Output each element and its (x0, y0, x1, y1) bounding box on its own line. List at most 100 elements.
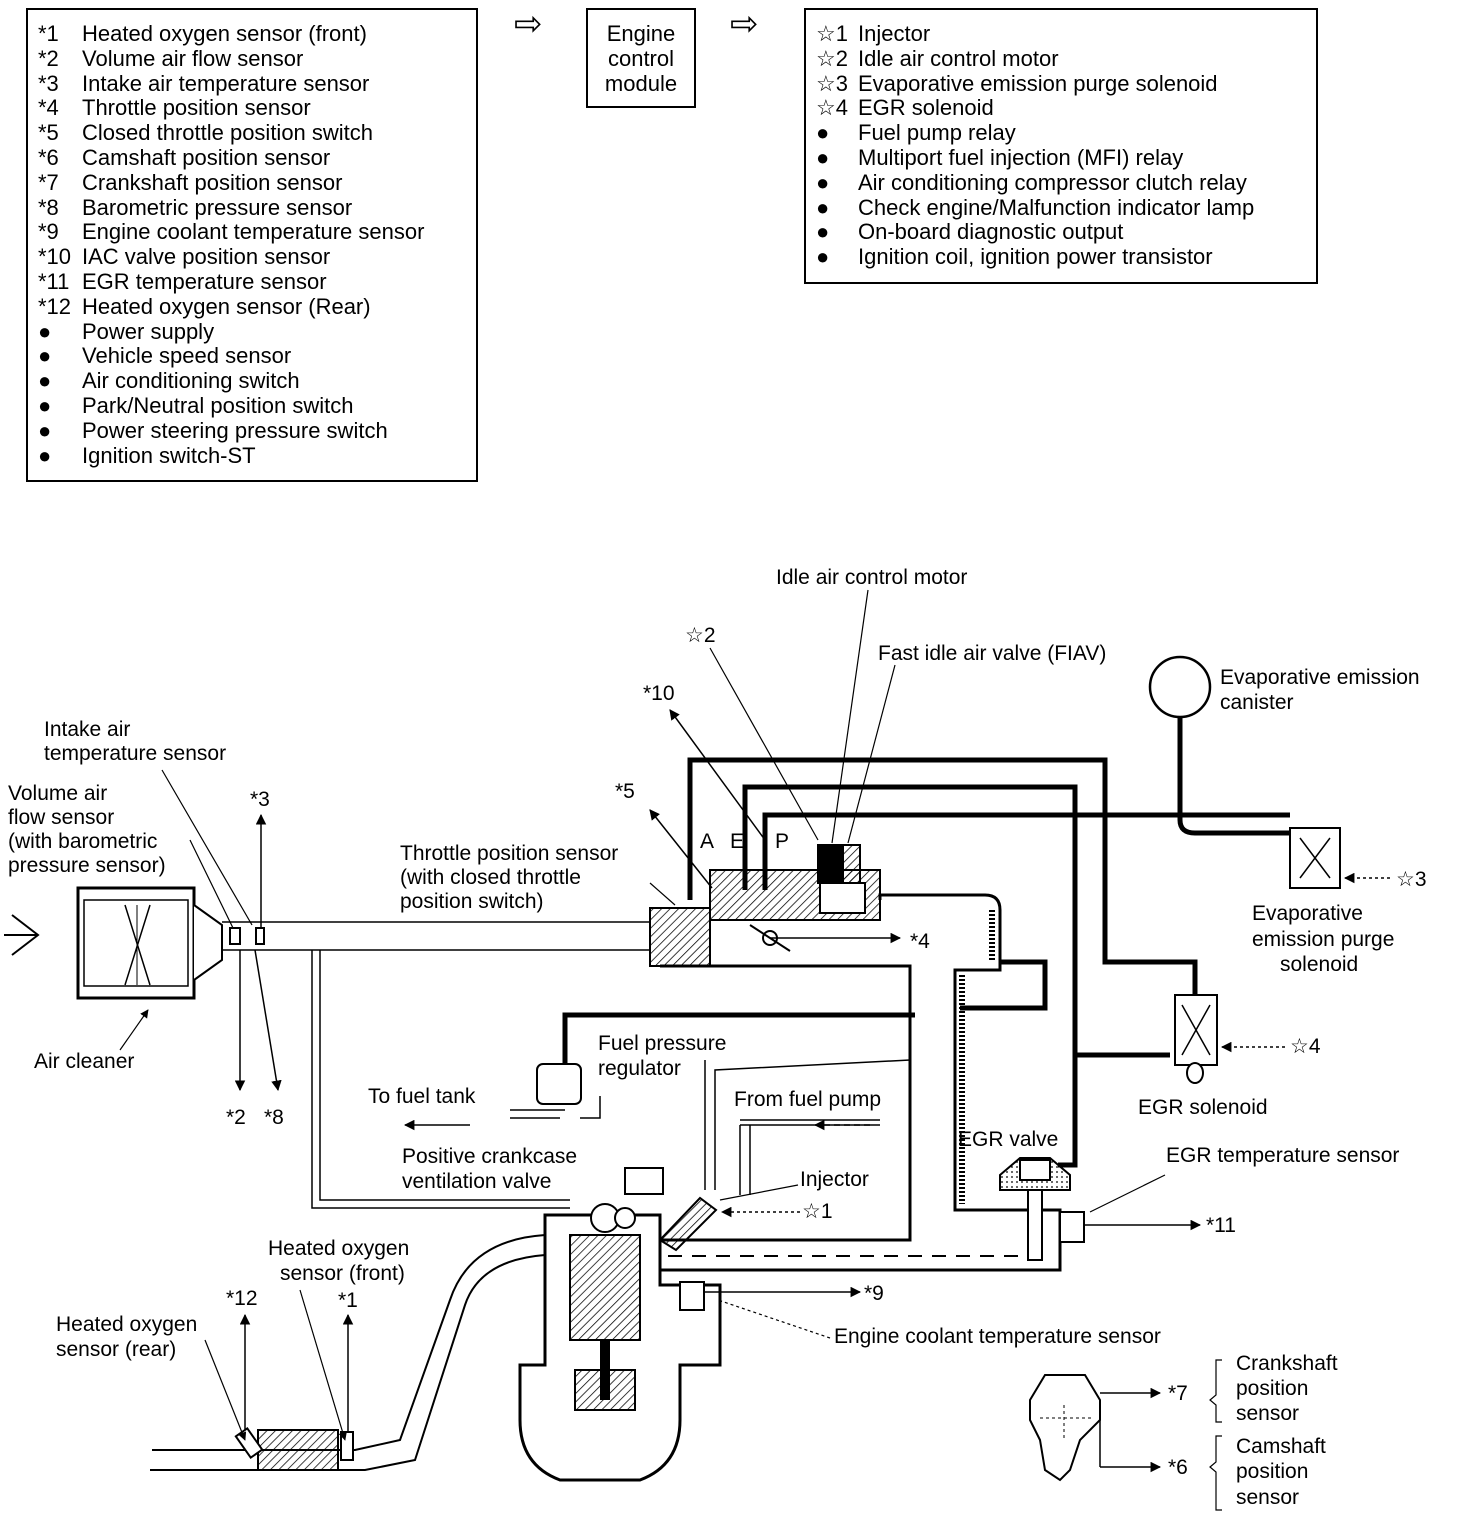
label-fast-idle-air-valve: Fast idle air valve (FIAV) (878, 642, 1106, 665)
label-vaf-4: pressure sensor) (8, 854, 166, 877)
label-ho2s-rear-2: sensor (rear) (56, 1338, 176, 1361)
tag-a1: ☆1 (802, 1200, 833, 1223)
tag-a4: ☆4 (1290, 1035, 1321, 1058)
label-port-e: E (730, 830, 744, 853)
label-pcv-2: ventilation valve (402, 1170, 551, 1193)
output-signal-item-label: Idle air control motor (858, 45, 1059, 71)
input-signal-item-key: ● (38, 318, 52, 344)
input-signal-item-label: Throttle position sensor (82, 95, 311, 121)
input-signal-item-label: Power supply (82, 318, 215, 344)
label-purge-sol-1: Evaporative (1252, 902, 1363, 925)
input-signal-item-label: Power steering pressure switch (82, 417, 388, 443)
input-signal-item-label: Volume air flow sensor (82, 45, 304, 71)
label-evap-canister-1: Evaporative emission (1220, 666, 1420, 689)
input-signal-item-key: ● (38, 442, 52, 468)
label-evap-canister-2: canister (1220, 691, 1294, 714)
tag-s12: *12 (226, 1287, 258, 1310)
vacuum-hoses (562, 715, 1290, 1168)
tag-s4: *4 (910, 930, 930, 953)
label-injector: Injector (800, 1168, 869, 1191)
label-tps-2: (with closed throttle (400, 866, 581, 889)
egr-solenoid (1174, 994, 1218, 1084)
input-signal-item-label: Closed throttle position switch (82, 120, 374, 146)
catalytic-converter (257, 1429, 339, 1471)
tag-s7: *7 (1168, 1382, 1188, 1405)
tag-a3: ☆3 (1396, 868, 1427, 891)
signal-arrows (234, 709, 1202, 1473)
input-signal-item-key: *2 (38, 45, 59, 71)
input-signal-item-label: Heated oxygen sensor (front) (82, 21, 367, 46)
input-signal-item-label: Camshaft position sensor (82, 145, 331, 170)
label-purge-sol-2: emission purge (1252, 928, 1394, 951)
label-purge-sol-3: solenoid (1280, 953, 1358, 976)
label-port-p: P (775, 830, 789, 853)
input-signal-item-key: ● (38, 368, 52, 394)
label-intake-air-temp-1: Intake air (44, 718, 130, 741)
input-signal-item-key: *1 (38, 21, 59, 46)
input-signal-item-key: *5 (38, 120, 59, 146)
tag-s10: *10 (643, 682, 675, 705)
intake-duct (222, 921, 650, 951)
output-signal-item-key: ☆2 (816, 45, 848, 71)
tag-s11: *11 (1206, 1214, 1236, 1237)
label-air-cleaner: Air cleaner (34, 1050, 134, 1073)
output-signal-item-label: Multiport fuel injection (MFI) relay (858, 145, 1184, 170)
output-signal-item-label: On-board diagnostic output (858, 219, 1124, 245)
input-signal-item-key: *6 (38, 145, 59, 170)
label-egr-valve: EGR valve (958, 1128, 1058, 1151)
label-intake-air-temp-2: temperature sensor (44, 742, 226, 765)
tag-s3: *3 (250, 788, 270, 811)
input-signal-item-key: *3 (38, 70, 59, 96)
label-from-fuel-pump: From fuel pump (734, 1088, 881, 1111)
label-egr-temp-sensor: EGR temperature sensor (1166, 1144, 1399, 1167)
label-cam-2: position (1236, 1460, 1308, 1483)
input-signal-item-key: *11 (38, 269, 70, 294)
leader-lines (119, 589, 1222, 1511)
output-signal-item-key: ☆4 (816, 95, 848, 121)
input-signal-item-key: ● (38, 417, 52, 443)
label-crank-3: sensor (1236, 1402, 1299, 1425)
input-signal-item-label: Engine coolant temperature sensor (82, 219, 425, 245)
fuel-pressure-regulator (536, 1063, 582, 1105)
egr-valve (999, 1157, 1085, 1261)
input-signal-item-label: Park/Neutral position switch (82, 393, 354, 418)
output-signal-item-label: Ignition coil, ignition power transistor (858, 244, 1213, 270)
input-signal-item-label: Crankshaft position sensor (82, 169, 343, 195)
input-signal-item-label: Vehicle speed sensor (82, 343, 292, 369)
output-signal-item-key: ☆3 (816, 70, 848, 96)
output-signal-item-key: ☆1 (816, 21, 848, 46)
air-cleaner (76, 886, 223, 1000)
ecm-label-line3: module (604, 71, 678, 96)
output-signal-item-key: ● (816, 169, 830, 195)
input-signal-item-label: EGR temperature sensor (82, 269, 327, 294)
air-inlet-arrow (4, 914, 40, 956)
input-signal-item-key: *7 (38, 169, 59, 195)
input-signal-item-label: Air conditioning switch (82, 368, 300, 394)
input-signals-box: *1 Heated oxygen sensor (front) *2 Volume a… (26, 8, 478, 482)
output-signal-item-key: ● (816, 194, 830, 220)
flow-arrow-icon: ⇨ (514, 5, 543, 43)
engine-control-module-box: Engine control module (586, 8, 696, 108)
tag-a2: ☆2 (685, 624, 716, 647)
label-egr-solenoid: EGR solenoid (1138, 1096, 1268, 1119)
label-ho2s-front-2: sensor (front) (280, 1262, 405, 1285)
output-signal-item-label: EGR solenoid (858, 95, 994, 121)
input-signal-item-label: Heated oxygen sensor (Rear) (82, 293, 371, 319)
input-signal-item-label: IAC valve position sensor (82, 244, 331, 270)
output-signal-item-key: ● (816, 145, 830, 170)
label-ect-sensor: Engine coolant temperature sensor (834, 1325, 1161, 1348)
label-pcv-1: Positive crankcase (402, 1145, 577, 1168)
evap-canister (1148, 655, 1212, 719)
input-signal-item-key: *12 (38, 293, 72, 319)
label-crank-1: Crankshaft (1236, 1352, 1338, 1375)
label-tps-1: Throttle position sensor (400, 842, 618, 865)
ecm-label-line1: Engine (606, 21, 676, 46)
tag-s6: *6 (1168, 1456, 1188, 1479)
input-signal-item-key: *4 (38, 95, 59, 121)
output-signal-item-key: ● (816, 120, 830, 146)
tag-s8: *8 (264, 1106, 284, 1129)
ecm-label-line2: control (607, 46, 675, 71)
label-ho2s-front-1: Heated oxygen (268, 1237, 409, 1260)
tag-s1: *1 (338, 1289, 358, 1312)
